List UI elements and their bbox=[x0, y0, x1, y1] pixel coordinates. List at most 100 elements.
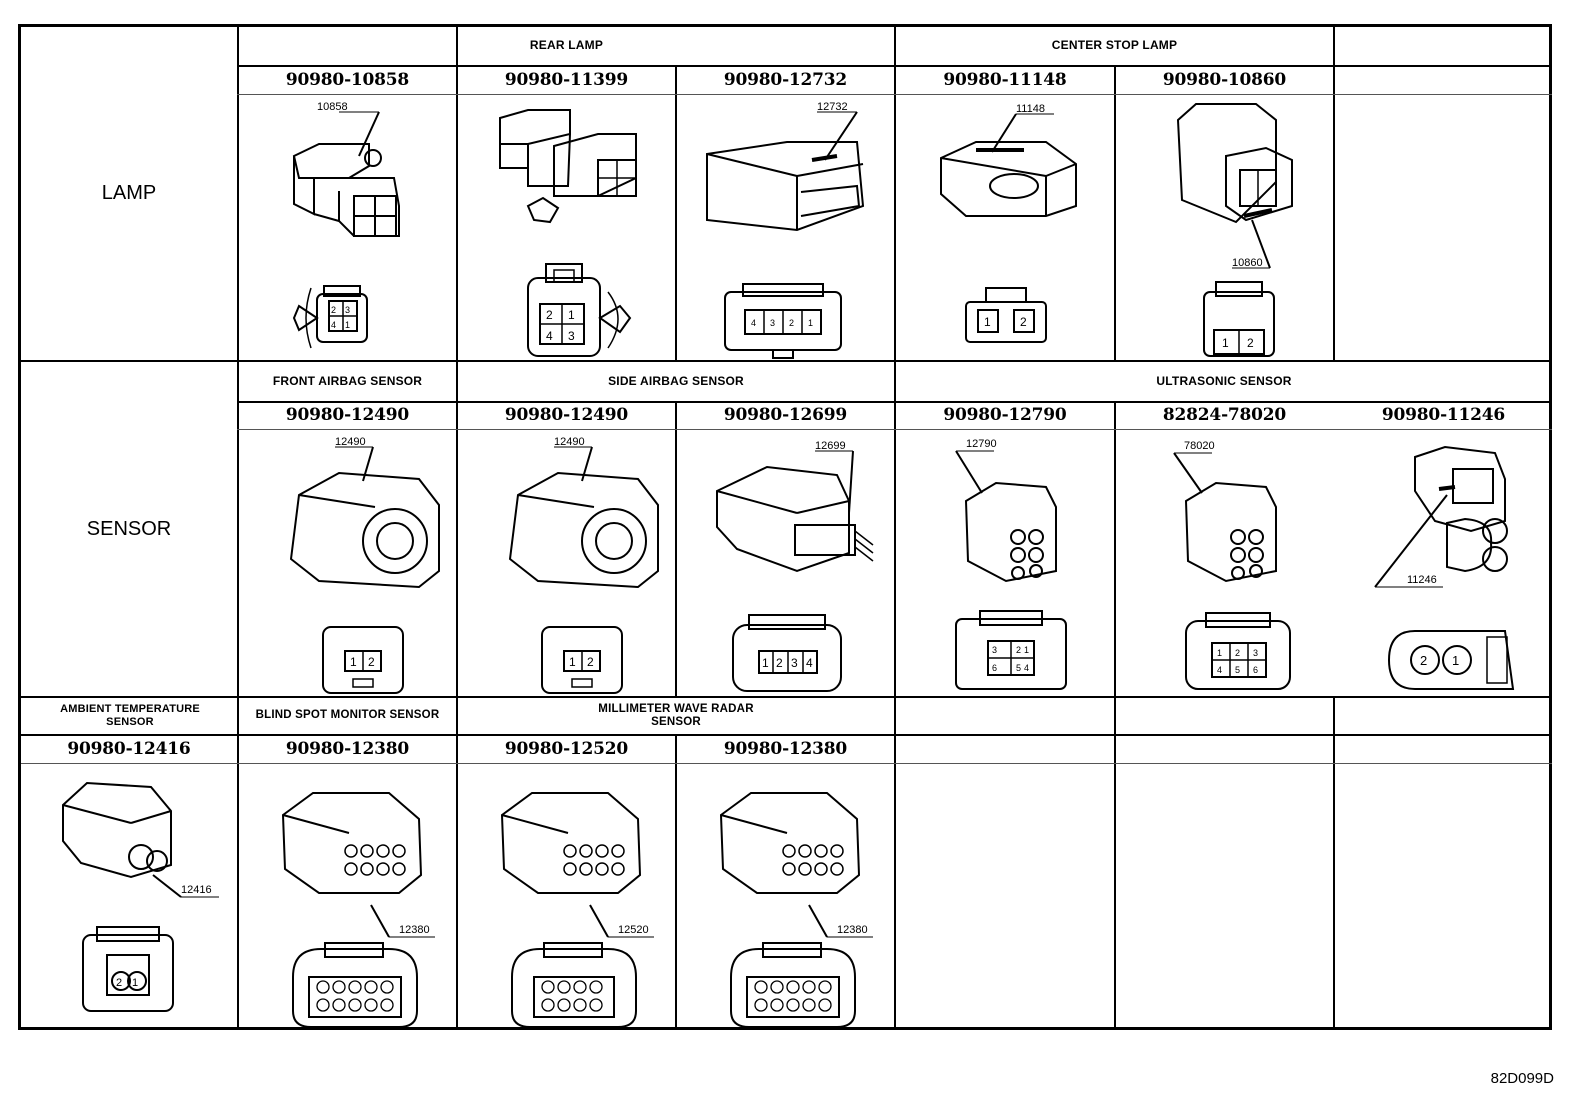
category-lamp: LAMP bbox=[101, 182, 157, 204]
section-rear-lamp: REAR LAMP bbox=[529, 38, 604, 53]
divider bbox=[237, 401, 1552, 403]
svg-text:4: 4 bbox=[806, 656, 813, 670]
svg-text:2: 2 bbox=[1247, 336, 1254, 350]
connector-code: 12520 bbox=[618, 924, 649, 936]
svg-text:1: 1 bbox=[984, 315, 991, 329]
svg-text:2: 2 bbox=[1420, 653, 1427, 668]
svg-text:1: 1 bbox=[350, 655, 357, 669]
svg-text:4: 4 bbox=[546, 329, 553, 343]
svg-text:1: 1 bbox=[762, 656, 769, 670]
connector-illustration: 78020 1 2 3 4 5 6 bbox=[1116, 431, 1333, 696]
svg-text:1: 1 bbox=[1452, 653, 1459, 668]
section-ambient-temperature-sensor: AMBIENT TEMPERATURE SENSOR bbox=[60, 703, 200, 728]
connector-illustration: 12380 bbox=[239, 765, 456, 1030]
connector-illustration: 12699 1 2 3 4 bbox=[677, 431, 894, 696]
divider bbox=[237, 27, 239, 1027]
divider bbox=[675, 736, 677, 1030]
connector-code: 78020 bbox=[1184, 440, 1215, 452]
divider bbox=[237, 94, 1552, 95]
connector-code: 12416 bbox=[181, 884, 212, 896]
divider bbox=[21, 696, 1552, 698]
connector-code: 12380 bbox=[837, 924, 868, 936]
svg-text:6: 6 bbox=[992, 663, 997, 673]
divider bbox=[21, 763, 1552, 764]
connector-code: 10860 bbox=[1232, 257, 1263, 269]
svg-text:3: 3 bbox=[992, 645, 997, 655]
part-number: 90980-12380 bbox=[285, 738, 410, 759]
divider bbox=[675, 403, 677, 698]
section-front-airbag-sensor: FRONT AIRBAG SENSOR bbox=[272, 373, 423, 388]
divider bbox=[21, 360, 1552, 362]
connector-code: 10858 bbox=[317, 101, 348, 113]
svg-text:1: 1 bbox=[569, 655, 576, 669]
svg-text:4: 4 bbox=[331, 320, 336, 330]
part-number: 90980-12490 bbox=[504, 405, 629, 426]
connector-illustration: 12380 bbox=[677, 765, 894, 1030]
part-number: 90980-12732 bbox=[723, 69, 848, 90]
svg-text:4: 4 bbox=[1217, 665, 1222, 675]
svg-text:2: 2 bbox=[116, 977, 122, 989]
svg-text:4: 4 bbox=[1024, 663, 1029, 673]
connector-illustration: 12790 3 2 1 6 5 4 bbox=[896, 431, 1114, 696]
svg-text:6: 6 bbox=[1253, 665, 1258, 675]
connector-code: 12380 bbox=[399, 924, 430, 936]
part-number: 90980-12380 bbox=[723, 738, 848, 759]
section-blind-spot-monitor-sensor: BLIND SPOT MONITOR SENSOR bbox=[255, 709, 440, 722]
svg-text:3: 3 bbox=[1253, 648, 1258, 658]
part-number: 90980-12699 bbox=[723, 405, 848, 426]
svg-text:2: 2 bbox=[1235, 648, 1240, 658]
connector-code: 11148 bbox=[1016, 103, 1045, 115]
connector-illustration: 11246 2 1 bbox=[1335, 431, 1552, 696]
svg-text:3: 3 bbox=[568, 329, 575, 343]
svg-text:4: 4 bbox=[751, 318, 756, 328]
part-number: 90980-12520 bbox=[504, 738, 629, 759]
connector-code: 12699 bbox=[815, 440, 846, 452]
section-center-stop-lamp: CENTER STOP LAMP bbox=[1051, 38, 1178, 53]
divider bbox=[675, 67, 677, 362]
svg-text:1: 1 bbox=[1222, 336, 1229, 350]
divider bbox=[1114, 698, 1116, 1030]
svg-text:2: 2 bbox=[789, 318, 794, 328]
svg-text:2: 2 bbox=[546, 308, 553, 322]
svg-text:2: 2 bbox=[587, 655, 594, 669]
svg-text:1: 1 bbox=[568, 308, 575, 322]
part-number: 90980-12790 bbox=[943, 405, 1067, 426]
svg-text:3: 3 bbox=[345, 305, 350, 315]
svg-text:1: 1 bbox=[132, 977, 138, 989]
part-number: 82824-78020 bbox=[1162, 405, 1287, 426]
divider bbox=[1333, 698, 1335, 1030]
connector-illustration: 12490 1 2 bbox=[239, 431, 456, 696]
svg-text:3: 3 bbox=[791, 656, 798, 670]
connector-code: 12490 bbox=[335, 436, 366, 448]
section-ultrasonic-sensor: ULTRASONIC SENSOR bbox=[1156, 373, 1292, 388]
divider bbox=[456, 27, 458, 1027]
svg-text:5: 5 bbox=[1235, 665, 1240, 675]
connector-illustration: 11148 1 2 bbox=[896, 96, 1114, 360]
connector-illustration: 12416 2 1 bbox=[21, 765, 237, 1030]
divider bbox=[1114, 67, 1116, 362]
svg-text:2: 2 bbox=[368, 655, 375, 669]
divider bbox=[21, 734, 1552, 736]
connector-code: 12490 bbox=[554, 436, 585, 448]
svg-text:2: 2 bbox=[1016, 645, 1021, 655]
connector-illustration: 12732 4 3 2 1 bbox=[677, 96, 894, 360]
connector-illustration: 12520 bbox=[458, 765, 675, 1030]
divider bbox=[1114, 403, 1116, 698]
section-side-airbag-sensor: SIDE AIRBAG SENSOR bbox=[608, 373, 744, 388]
svg-text:1: 1 bbox=[1217, 648, 1222, 658]
divider bbox=[1333, 27, 1335, 362]
part-number: 90980-11399 bbox=[504, 69, 629, 90]
connector-illustration: 10858 2 3 4 1 bbox=[239, 96, 456, 360]
connector-code: 11246 bbox=[1407, 574, 1437, 586]
svg-text:2: 2 bbox=[331, 305, 336, 315]
divider bbox=[237, 429, 1552, 430]
connector-code: 12732 bbox=[817, 101, 848, 113]
svg-text:1: 1 bbox=[808, 318, 813, 328]
svg-text:2: 2 bbox=[776, 656, 783, 670]
svg-text:3: 3 bbox=[770, 318, 775, 328]
connector-illustration: 2 1 4 3 bbox=[458, 96, 675, 360]
svg-text:5: 5 bbox=[1016, 663, 1021, 673]
svg-text:1: 1 bbox=[345, 320, 350, 330]
divider bbox=[237, 65, 1552, 67]
category-sensor: SENSOR bbox=[86, 517, 172, 540]
